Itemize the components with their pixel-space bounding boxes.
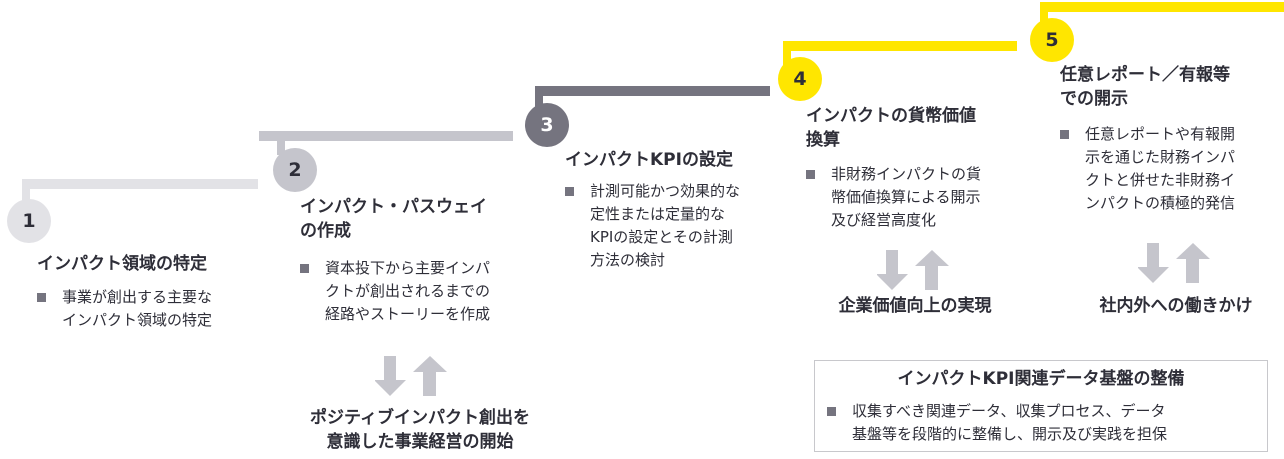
- down-up-arrows-icon: [1138, 243, 1210, 283]
- step1-number: 1: [22, 210, 36, 232]
- down-up-arrows-icon: [375, 356, 447, 396]
- step2-number: 2: [288, 159, 302, 181]
- step2-connector: [259, 131, 513, 141]
- step5-connector-drop: [1040, 2, 1048, 26]
- step3-connector-drop: [535, 86, 543, 110]
- bullet-square-icon: [565, 187, 574, 196]
- title-line: での開示: [1060, 89, 1128, 109]
- step3-bullet: 計測可能かつ効果的な定性または定量的な KPIの設定とその計測方法の検討: [565, 180, 740, 272]
- step1-connector-drop: [22, 179, 30, 203]
- bullet-line: 収集すべき関連データ、収集プロセス、データ: [852, 402, 1166, 420]
- title-line: 任意レポート／有報等: [1060, 65, 1230, 85]
- bullet-square-icon: [1060, 130, 1069, 139]
- outcome-outreach: 社内外への働きかけ: [1099, 296, 1253, 316]
- bullet-line: クトが創出されるまでの: [325, 282, 491, 300]
- step5-connector: [1040, 2, 1284, 12]
- title-line: インパクトの貨幣価値: [806, 106, 976, 126]
- bullet-line: 経路やストーリーを作成: [325, 305, 491, 323]
- step1-title-text: インパクト領域の特定: [37, 254, 207, 274]
- title-line: 換算: [806, 130, 840, 150]
- bullet-line: 基盤等を段階的に整備し、開示及び実践を担保: [852, 425, 1168, 443]
- bullet-line: 示を通じた財務インパ: [1085, 148, 1236, 166]
- step2-bullet: 資本投下から主要インパクトが創出されるまでの経路やストーリーを作成: [300, 257, 490, 326]
- bullet-line: 任意レポートや有報開: [1085, 125, 1236, 143]
- step3-number-badge: 3: [525, 103, 569, 147]
- bullet-line: 計測可能かつ効果的な: [590, 182, 741, 200]
- step2-number-badge: 2: [273, 148, 317, 192]
- step4-bullet: 非財務インパクトの貨幣価値換算による開示及び経営高度化: [806, 163, 981, 232]
- step5-number: 5: [1045, 29, 1059, 51]
- outcome-positive-impact: ポジティブインパクト創出を意識した事業経営の開始: [260, 406, 580, 454]
- step5-bullet: 任意レポートや有報開示を通じた財務インパクトと併せた非財務インパクトの積極的発信: [1060, 123, 1235, 215]
- bullet-line: 幣価値換算による開示: [831, 188, 981, 206]
- step4-number-badge: 4: [778, 57, 822, 101]
- bullet-square-icon: [300, 264, 309, 273]
- bullet-line: 及び経営高度化: [831, 211, 937, 229]
- step4-number: 4: [793, 68, 807, 90]
- step4-title: インパクトの貨幣価値換算: [806, 104, 976, 152]
- bullet-line: 非財務インパクトの貨: [831, 165, 982, 183]
- bullet-square-icon: [37, 293, 46, 302]
- data-platform-bullet: 収集すべき関連データ、収集プロセス、データ基盤等を段階的に整備し、開示及び実践を…: [827, 400, 1167, 446]
- step1-number-badge: 1: [7, 199, 51, 243]
- step3-connector: [535, 86, 770, 96]
- step1-connector: [22, 179, 258, 189]
- outcome-line: 意識した事業経営の開始: [326, 432, 514, 452]
- step5-number-badge: 5: [1030, 18, 1074, 62]
- step3-title: インパクトKPIの設定: [565, 148, 733, 172]
- step1-title: インパクト領域の特定: [37, 252, 207, 276]
- bullet-line: 事業が創出する主要な: [62, 288, 213, 306]
- bullet-line: 方法の検討: [590, 251, 666, 269]
- bullet-line: クトと併せた非財務イ: [1085, 171, 1236, 189]
- bullet-line: KPIの設定とその計測: [590, 228, 733, 246]
- bullet-line: ンパクトの積極的発信: [1085, 194, 1236, 212]
- step5-title: 任意レポート／有報等での開示: [1060, 63, 1230, 111]
- step2-title: インパクト・パスウェイの作成: [300, 195, 487, 243]
- data-platform-title: インパクトKPI関連データ基盤の整備: [897, 369, 1185, 389]
- step4-connector: [783, 41, 1017, 51]
- bullet-line: 定性または定量的な: [590, 205, 726, 223]
- title-line: インパクト・パスウェイ: [300, 197, 487, 217]
- outcome-corporate-value: 企業価値向上の実現: [838, 296, 992, 316]
- step2-connector-drop: [277, 131, 285, 155]
- bullet-line: インパクト領域の特定: [62, 311, 213, 329]
- bullet-line: 資本投下から主要インパ: [325, 259, 491, 277]
- title-line: の作成: [300, 221, 351, 241]
- step3-title-text: インパクトKPIの設定: [565, 150, 733, 170]
- bullet-square-icon: [806, 170, 815, 179]
- data-platform-box: インパクトKPI関連データ基盤の整備 収集すべき関連データ、収集プロセス、データ…: [814, 360, 1268, 452]
- step3-number: 3: [540, 114, 554, 136]
- step1-bullet: 事業が創出する主要なインパクト領域の特定: [37, 286, 212, 332]
- step4-connector-drop: [783, 41, 791, 65]
- down-up-arrows-icon: [877, 250, 949, 290]
- outcome-line: ポジティブインパクト創出を: [310, 408, 530, 428]
- bullet-square-icon: [827, 407, 836, 416]
